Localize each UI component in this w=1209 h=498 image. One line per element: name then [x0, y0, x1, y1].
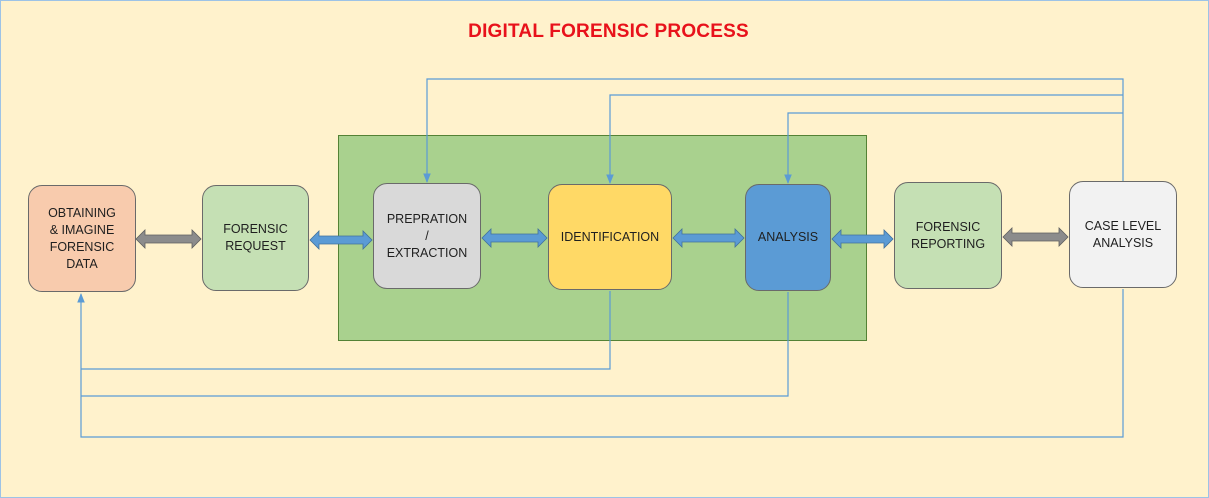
- node-case-level-analysis: CASE LEVEL ANALYSIS: [1069, 181, 1177, 288]
- double-arrow-identification-analysis: [672, 228, 745, 248]
- node-preparation-extraction: PREPRATION / EXTRACTION: [373, 183, 481, 289]
- node-identification: IDENTIFICATION: [548, 184, 672, 290]
- double-arrow-preparation-identification: [481, 228, 548, 248]
- node-label: CASE LEVEL ANALYSIS: [1084, 218, 1162, 250]
- node-obtaining-imagine-forensic-data: OBTAINING & IMAGINE FORENSIC DATA: [28, 185, 136, 292]
- feedback-line-to-identification: [606, 94, 1123, 184]
- node-label: ANALYSIS: [757, 230, 819, 244]
- return-line-from-identification: [81, 291, 611, 370]
- node-analysis: ANALYSIS: [745, 184, 831, 291]
- node-label: OBTAINING & IMAGINE FORENSIC DATA: [48, 205, 116, 271]
- return-line-from-case-level: [77, 289, 1124, 438]
- node-label: PREPRATION / EXTRACTION: [386, 211, 468, 260]
- feedback-line-to-analysis: [784, 112, 1123, 184]
- node-label: FORENSIC REPORTING: [910, 219, 986, 251]
- double-arrow-analysis-reporting: [831, 229, 894, 249]
- double-arrow-request-preparation: [309, 230, 373, 250]
- diagram-title: DIGITAL FORENSIC PROCESS: [468, 21, 749, 42]
- node-forensic-request: FORENSIC REQUEST: [202, 185, 309, 291]
- node-label: FORENSIC REQUEST: [223, 222, 288, 253]
- node-forensic-reporting: FORENSIC REPORTING: [894, 182, 1002, 289]
- double-arrow-reporting-case-level: [1002, 227, 1069, 247]
- node-label: IDENTIFICATION: [560, 229, 660, 244]
- feedback-line-to-preparation: [423, 78, 1124, 183]
- return-line-from-analysis: [81, 292, 789, 397]
- double-arrow-obtaining-request: [135, 229, 202, 249]
